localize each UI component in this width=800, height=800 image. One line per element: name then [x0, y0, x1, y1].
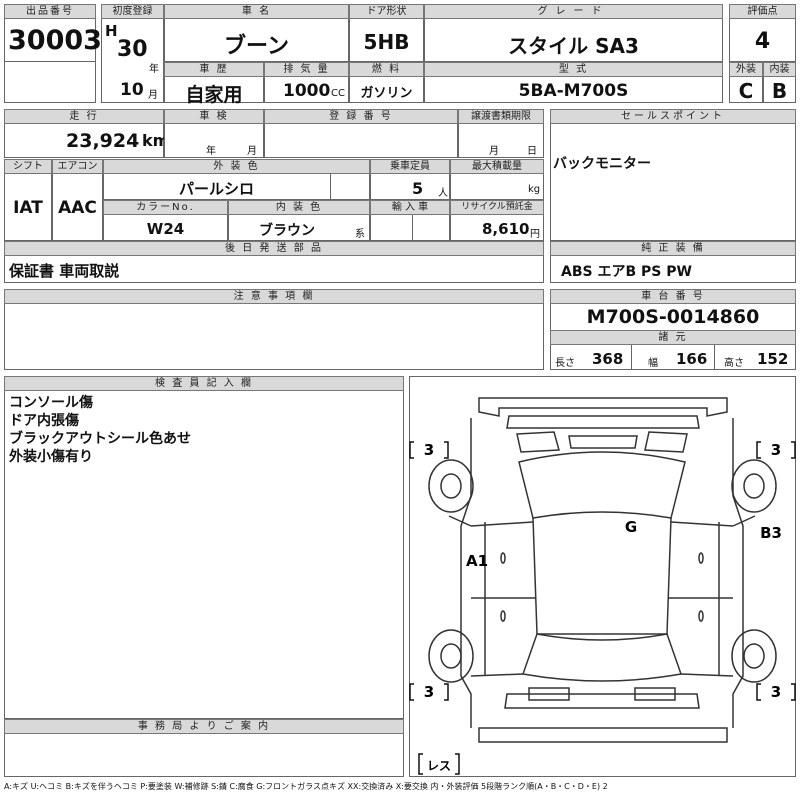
int-color-header: 内 装 色 — [228, 200, 370, 215]
fuel-header: 燃 料 — [349, 62, 424, 77]
year-unit: 年 — [149, 64, 159, 75]
mark-left-door: A1 — [466, 552, 488, 570]
diagram-box — [409, 376, 796, 777]
chassis-header: 車 台 番 号 — [550, 289, 796, 304]
history: 自家用 — [185, 84, 243, 106]
mark-roof: G — [625, 518, 637, 536]
genuine-header: 純 正 装 備 — [550, 241, 796, 256]
color-no: W24 — [146, 220, 185, 238]
first-reg-box — [101, 4, 164, 103]
recycle: 8,610 — [482, 220, 530, 238]
fuel: ガソリン — [360, 86, 413, 101]
history-header: 車 歴 — [164, 62, 264, 77]
inspection-year-unit: 年 — [206, 146, 216, 157]
office-header: 事 務 局 よ り ご 案 内 — [4, 719, 404, 734]
displacement-unit: CC — [331, 88, 345, 99]
height-label: 高さ — [724, 358, 744, 369]
inspector-line-4: 外装小傷有り — [9, 449, 93, 465]
mileage: 23,924 — [66, 130, 140, 152]
transfer-month-unit: 月 — [489, 146, 499, 157]
exterior-header: 外装 — [729, 62, 763, 77]
selling-point-header: セールスポイント — [550, 109, 796, 124]
model: 5BA-M700S — [518, 81, 629, 101]
color-no-header: カラーNo. — [103, 200, 228, 215]
inspector-line-3: ブラックアウトシール色あせ — [9, 431, 191, 447]
import-header: 輸 入 車 — [370, 200, 450, 215]
interior-header: 内装 — [763, 62, 796, 77]
inspection-header: 車 検 — [164, 109, 264, 124]
era: H — [105, 22, 118, 40]
selling-point: バックモニター — [553, 156, 651, 172]
reg-no-header: 登 録 番 号 — [264, 109, 458, 124]
shift: IAT — [13, 198, 43, 218]
recycle-unit: 円 — [530, 229, 540, 240]
int-color: ブラウン — [259, 223, 315, 239]
mileage-unit: km — [142, 131, 170, 150]
inspector-line-1: コンソール傷 — [9, 395, 93, 411]
shift-header: シフト — [4, 159, 52, 174]
interior-grade: B — [771, 79, 788, 103]
lot-number: 30003 — [8, 25, 102, 56]
max-load-unit: kg — [528, 184, 541, 195]
ext-color-header: 外 装 色 — [103, 159, 370, 174]
tire-fl-tread: 3 — [424, 441, 434, 459]
genuine-value: ABS エアB PS PW — [561, 264, 692, 280]
grade: スタイル SA3 — [508, 34, 639, 58]
recycle-header: リサイクル預託金 — [450, 200, 544, 215]
reg-year: 30 — [117, 37, 148, 62]
mileage-header: 走 行 — [4, 109, 164, 124]
parts-value: 保証書 車両取説 — [9, 262, 120, 280]
inspector-header: 検 査 員 記 入 欄 — [4, 376, 404, 391]
legend: A:キズ U:ヘコミ B:キズを伴うヘコミ P:要塗装 W:補修跡 S:錆 C:… — [4, 782, 608, 791]
car-name-header: 車 名 — [164, 4, 349, 19]
score-header: 評価点 — [729, 4, 796, 19]
displacement-header: 排 気 量 — [264, 62, 349, 77]
model-header: 型 式 — [424, 62, 723, 77]
transfer-day-unit: 日 — [527, 146, 537, 157]
parts-header: 後 日 発 送 部 品 — [4, 241, 544, 256]
tire-rl-tread: 3 — [424, 683, 434, 701]
tire-rr-tread: 3 — [771, 683, 781, 701]
selling-point-box — [550, 109, 796, 241]
max-load-header: 最大積載量 — [450, 159, 544, 174]
capacity-header: 乗車定員 — [370, 159, 450, 174]
door-type: 5HB — [363, 30, 410, 54]
lot-header: 出品番号 — [4, 4, 96, 19]
car-diagram: 3 3 3 3 G A1 B3 レス — [409, 397, 796, 775]
inspector-line-2: ドア内張傷 — [9, 413, 79, 429]
specs-header: 諸 元 — [550, 330, 796, 345]
inspection-month-unit: 月 — [247, 146, 257, 157]
length-label: 長さ — [555, 358, 575, 369]
notes-header: 注 意 事 項 欄 — [4, 289, 544, 304]
door-header: ドア形状 — [349, 4, 424, 19]
displacement: 1000 — [283, 81, 331, 101]
tire-fr-tread: 3 — [771, 441, 781, 459]
car-name: ブーン — [224, 34, 289, 59]
width-label: 幅 — [648, 358, 658, 369]
spare-tire: レス — [427, 759, 451, 773]
score: 4 — [754, 29, 771, 54]
reg-month: 10 — [120, 80, 144, 100]
capacity-unit: 人 — [438, 188, 448, 199]
height: 152 — [757, 350, 789, 368]
inspector-box — [4, 376, 404, 719]
width: 166 — [676, 350, 708, 368]
ac-header: エアコン — [52, 159, 103, 174]
month-unit: 月 — [148, 90, 158, 101]
exterior-grade: C — [738, 79, 754, 103]
ac: AAC — [58, 198, 97, 218]
transfer-header: 譲渡書類期限 — [458, 109, 544, 124]
capacity: 5 — [412, 179, 424, 198]
mark-right-door: B3 — [760, 524, 782, 542]
grade-header: グレード — [424, 4, 723, 19]
first-reg-header: 初度登録 — [101, 4, 164, 19]
ext-color: パールシロ — [178, 180, 254, 198]
lot-box — [4, 4, 96, 103]
chassis-number: M700S-0014860 — [586, 306, 760, 328]
int-color-unit: 系 — [355, 229, 365, 240]
length: 368 — [592, 350, 624, 368]
